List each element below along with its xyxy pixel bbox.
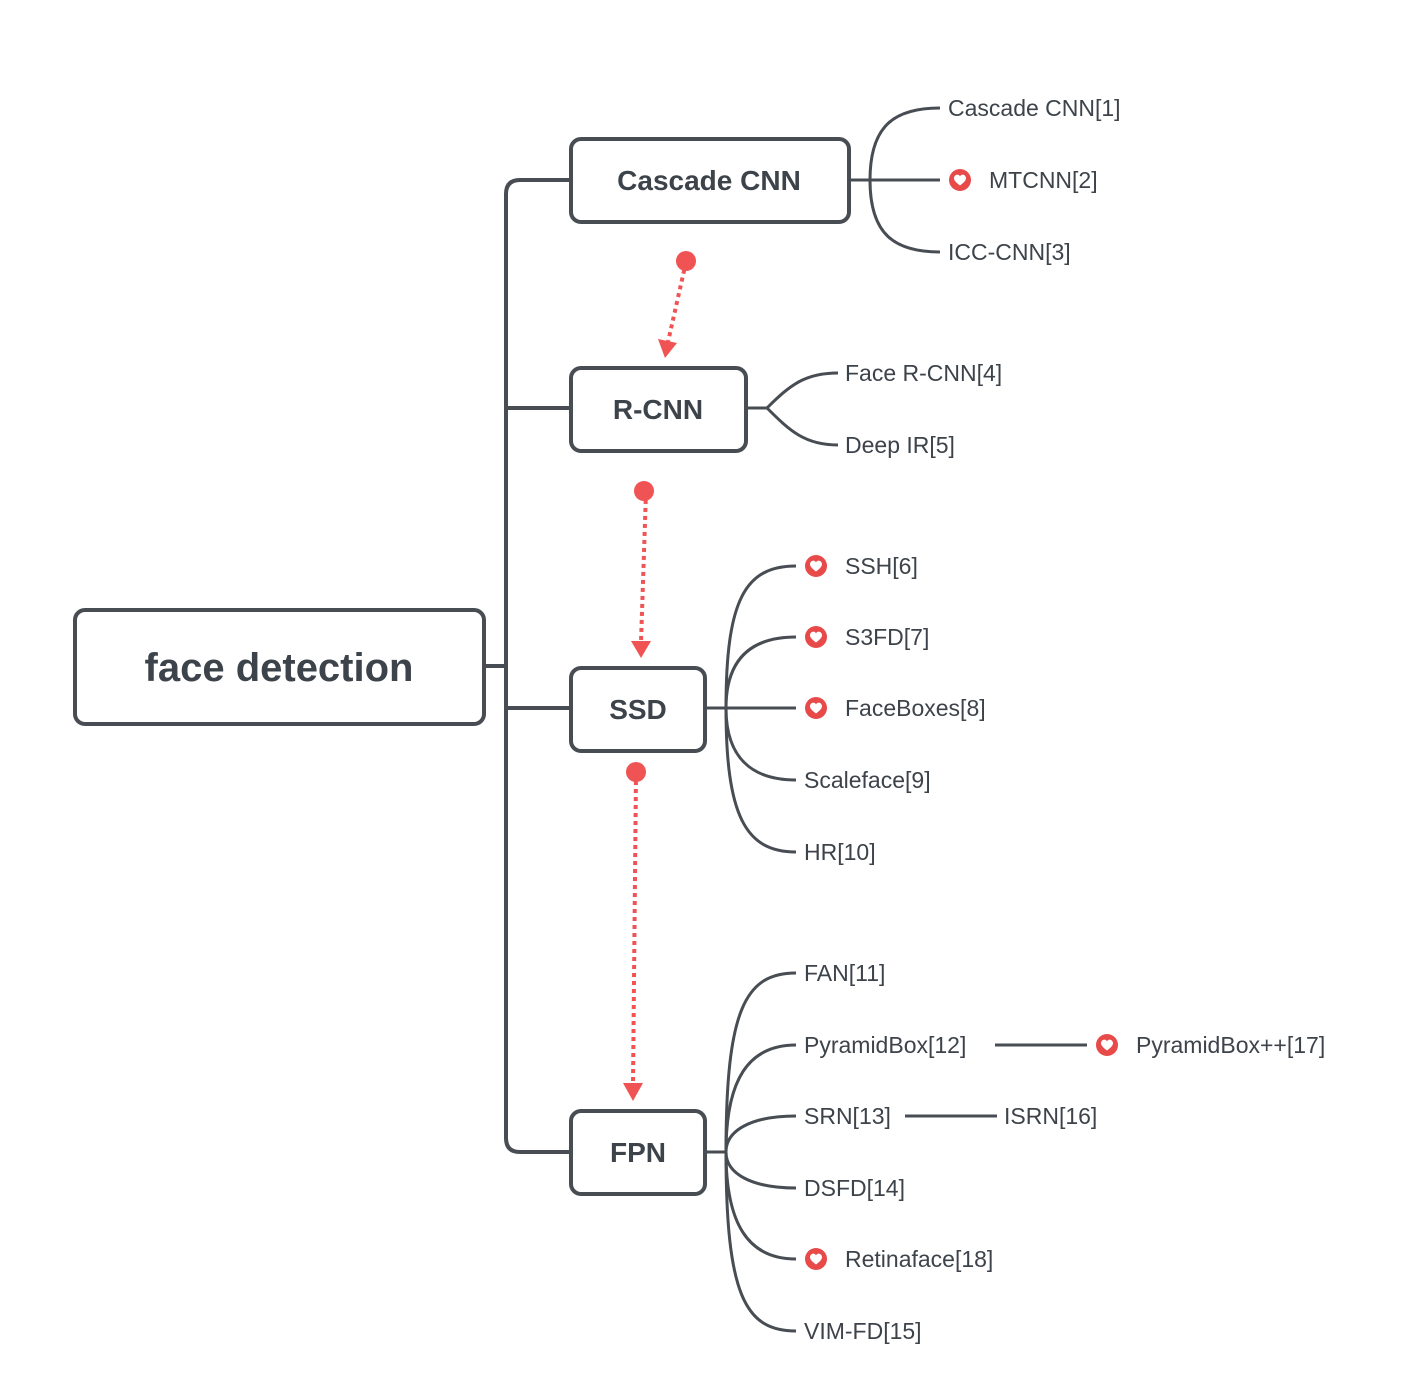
leaf-label[interactable]: FAN[11] [804,960,885,986]
leaves-ssd: SSH[6] S3FD[7] FaceBoxes[8] Scaleface[9]… [804,553,986,865]
branch-connectors [705,106,1087,1333]
leaf-label[interactable]: DSFD[14] [804,1175,905,1201]
leaf-label[interactable]: ISRN[16] [1004,1103,1097,1129]
leaf-label[interactable]: Face R-CNN[4] [845,360,1002,386]
leaf-label[interactable]: SRN[13] [804,1103,891,1129]
heart-icon [805,697,827,719]
node-cascade-cnn[interactable]: Cascade CNN [569,137,851,224]
heart-icon [1096,1034,1118,1056]
dotted-arrow[interactable] [631,481,654,658]
leaf-label[interactable]: S3FD[7] [845,624,929,650]
leaf-label[interactable]: VIM-FD[15] [804,1318,922,1344]
leaf-label[interactable]: HR[10] [804,839,876,865]
node-ssd[interactable]: SSD [569,666,707,753]
root-node[interactable]: face detection [73,608,486,726]
node-fpn[interactable]: FPN [569,1109,707,1196]
dotted-arrow[interactable] [658,251,696,358]
heart-icon [805,1248,827,1270]
leaf-label[interactable]: SSH[6] [845,553,918,579]
leaf-label[interactable]: Scaleface[9] [804,767,931,793]
trunk-connectors [484,178,570,1154]
node-label: SSD [609,694,667,725]
leaf-label[interactable]: ICC-CNN[3] [948,239,1071,265]
leaf-label[interactable]: Retinaface[18] [845,1246,993,1272]
root-label: face detection [145,646,414,690]
heart-icon [805,626,827,648]
leaves-cascade-cnn: Cascade CNN[1] MTCNN[2] ICC-CNN[3] [948,95,1121,265]
dotted-arrow[interactable] [623,762,646,1101]
node-label: R-CNN [613,394,703,425]
leaf-label[interactable]: Cascade CNN[1] [948,95,1121,121]
node-r-cnn[interactable]: R-CNN [569,366,748,453]
heart-icon [949,169,971,191]
node-label: Cascade CNN [617,165,801,196]
leaf-label[interactable]: PyramidBox[12] [804,1032,966,1058]
leaves-r-cnn: Face R-CNN[4] Deep IR[5] [845,360,1002,458]
leaf-label[interactable]: FaceBoxes[8] [845,695,986,721]
leaf-label[interactable]: MTCNN[2] [989,167,1098,193]
leaf-label[interactable]: PyramidBox++[17] [1136,1032,1325,1058]
node-label: FPN [610,1137,666,1168]
leaves-fpn: FAN[11] PyramidBox[12] PyramidBox++[17] … [804,960,1325,1344]
leaf-label[interactable]: Deep IR[5] [845,432,955,458]
heart-icon [805,555,827,577]
